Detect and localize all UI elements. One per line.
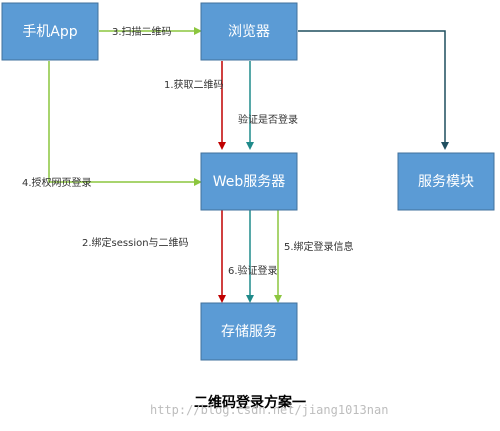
- node-service-module: 服务模块: [397, 152, 495, 211]
- node-browser: 浏览器: [200, 2, 298, 61]
- node-storage-service: 存储服务: [200, 302, 298, 361]
- edge-browser-to-service-module: [298, 30, 449, 150]
- diagram-title: 二维码登录方案一: [194, 395, 306, 411]
- label-get-qr: 1.获取二维码: [164, 78, 224, 91]
- label-verify-login-6: 6.验证登录: [228, 264, 278, 277]
- watermark: http://blog.csdn.net/jiang1013nan: [150, 403, 389, 417]
- edge-app-to-webserver: [48, 61, 202, 186]
- label-authorize-web: 4.授权网页登录: [22, 176, 92, 189]
- node-service-module-label: 服务模块: [418, 174, 474, 190]
- label-verify-login: 验证是否登录: [238, 113, 298, 126]
- node-mobile-app: 手机App: [1, 2, 99, 61]
- label-scan-qr: 3.扫描二维码: [112, 25, 172, 38]
- label-bind-session: 2.绑定session与二维码: [82, 236, 189, 249]
- node-mobile-app-label: 手机App: [22, 24, 77, 40]
- node-storage-service-label: 存储服务: [221, 324, 277, 340]
- node-browser-label: 浏览器: [228, 24, 270, 40]
- node-web-server: Web服务器: [200, 152, 298, 211]
- label-bind-login: 5.绑定登录信息: [284, 240, 354, 253]
- node-web-server-label: Web服务器: [213, 174, 286, 190]
